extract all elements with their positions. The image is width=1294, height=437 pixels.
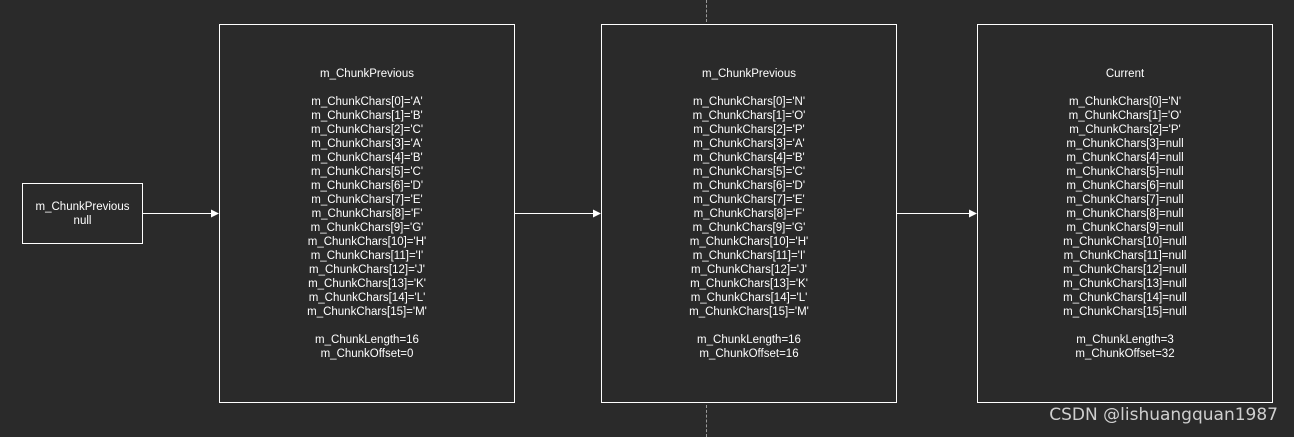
head-node-value: null — [73, 214, 92, 227]
current-chunk-node[interactable]: Current m_ChunkChars[0]='N'm_ChunkChars[… — [977, 24, 1273, 403]
current-offset: m_ChunkOffset=32 — [1075, 347, 1175, 360]
current-char-entry: m_ChunkChars[12]=null — [1063, 263, 1187, 276]
current-char-entry: m_ChunkChars[0]='N' — [1068, 95, 1182, 108]
chunk1-char-entry: m_ChunkChars[5]='C' — [310, 165, 424, 178]
chunk2-char-entry: m_ChunkChars[8]='F' — [693, 207, 805, 220]
current-char-entry: m_ChunkChars[3]=null — [1066, 137, 1184, 150]
chunk1-char-entry: m_ChunkChars[10]='H' — [307, 235, 427, 248]
chunk2-char-entry: m_ChunkChars[4]='B' — [693, 151, 805, 164]
current-char-entry: m_ChunkChars[2]='P' — [1069, 123, 1181, 136]
current-length: m_ChunkLength=3 — [1076, 333, 1174, 346]
watermark: CSDN @lishuangquan1987 — [1049, 405, 1278, 425]
chunk1-char-entry: m_ChunkChars[12]='J' — [309, 263, 425, 276]
current-char-entry: m_ChunkChars[4]=null — [1066, 151, 1184, 164]
chunk2-chars-list: m_ChunkChars[0]='N'm_ChunkChars[1]='O'm_… — [689, 95, 809, 319]
chunk1-char-entry: m_ChunkChars[13]='K' — [308, 277, 426, 290]
chunk2-char-entry: m_ChunkChars[11]='I' — [692, 249, 806, 262]
chunk1-char-entry: m_ChunkChars[6]='D' — [310, 179, 424, 192]
current-char-entry: m_ChunkChars[11]=null — [1063, 249, 1187, 262]
head-node-label: m_ChunkPrevious — [35, 200, 130, 213]
head-previous-node[interactable]: m_ChunkPrevious null — [22, 183, 143, 244]
chunk1-char-entry: m_ChunkChars[15]='M' — [307, 305, 427, 318]
current-char-entry: m_ChunkChars[1]='O' — [1068, 109, 1182, 122]
chunk1-offset: m_ChunkOffset=0 — [320, 347, 414, 360]
chunk2-char-entry: m_ChunkChars[0]='N' — [692, 95, 806, 108]
chunk2-char-entry: m_ChunkChars[1]='O' — [692, 109, 806, 122]
dashed-divider-top — [706, 0, 707, 22]
current-char-entry: m_ChunkChars[6]=null — [1066, 179, 1184, 192]
chunk2-char-entry: m_ChunkChars[6]='D' — [692, 179, 806, 192]
current-char-entry: m_ChunkChars[9]=null — [1066, 221, 1184, 234]
chunk-node-1[interactable]: m_ChunkPrevious m_ChunkChars[0]='A'm_Chu… — [219, 24, 515, 403]
current-char-entry: m_ChunkChars[7]=null — [1066, 193, 1184, 206]
chunk1-char-entry: m_ChunkChars[1]='B' — [311, 109, 423, 122]
chunk1-char-entry: m_ChunkChars[4]='B' — [311, 151, 423, 164]
current-char-entry: m_ChunkChars[8]=null — [1066, 207, 1184, 220]
chunk2-title: m_ChunkPrevious — [702, 67, 796, 80]
chunk1-char-entry: m_ChunkChars[3]='A' — [311, 137, 423, 150]
chunk2-char-entry: m_ChunkChars[12]='J' — [691, 263, 807, 276]
chunk1-char-entry: m_ChunkChars[7]='E' — [311, 193, 423, 206]
chunk1-char-entry: m_ChunkChars[8]='F' — [311, 207, 423, 220]
chunk1-char-entry: m_ChunkChars[14]='L' — [308, 291, 426, 304]
chunk2-char-entry: m_ChunkChars[15]='M' — [689, 305, 809, 318]
dashed-divider-bottom — [706, 405, 707, 437]
current-title: Current — [1105, 67, 1145, 80]
chunk2-char-entry: m_ChunkChars[14]='L' — [690, 291, 808, 304]
chunk1-char-entry: m_ChunkChars[0]='A' — [311, 95, 423, 108]
chunk2-char-entry: m_ChunkChars[7]='E' — [693, 193, 805, 206]
current-char-entry: m_ChunkChars[13]=null — [1063, 277, 1187, 290]
current-char-entry: m_ChunkChars[10]=null — [1063, 235, 1187, 248]
chunk1-title: m_ChunkPrevious — [320, 67, 414, 80]
chunk2-length: m_ChunkLength=16 — [697, 333, 801, 346]
chunk2-char-entry: m_ChunkChars[9]='G' — [692, 221, 806, 234]
chunk1-char-entry: m_ChunkChars[9]='G' — [310, 221, 424, 234]
current-chars-list: m_ChunkChars[0]='N'm_ChunkChars[1]='O'm_… — [1063, 95, 1187, 319]
chunk2-char-entry: m_ChunkChars[3]='A' — [693, 137, 805, 150]
chunk2-offset: m_ChunkOffset=16 — [699, 347, 799, 360]
chunk1-chars-list: m_ChunkChars[0]='A'm_ChunkChars[1]='B'm_… — [307, 95, 427, 319]
chunk1-length: m_ChunkLength=16 — [315, 333, 419, 346]
current-char-entry: m_ChunkChars[15]=null — [1063, 305, 1187, 318]
chunk2-char-entry: m_ChunkChars[10]='H' — [689, 235, 809, 248]
chunk2-char-entry: m_ChunkChars[13]='K' — [690, 277, 808, 290]
current-char-entry: m_ChunkChars[14]=null — [1063, 291, 1187, 304]
chunk1-char-entry: m_ChunkChars[2]='C' — [310, 123, 424, 136]
chunk1-char-entry: m_ChunkChars[11]='I' — [310, 249, 424, 262]
chunk2-char-entry: m_ChunkChars[2]='P' — [693, 123, 805, 136]
chunk-node-2[interactable]: m_ChunkPrevious m_ChunkChars[0]='N'm_Chu… — [601, 24, 897, 403]
current-char-entry: m_ChunkChars[5]=null — [1066, 165, 1184, 178]
chunk2-char-entry: m_ChunkChars[5]='C' — [692, 165, 806, 178]
